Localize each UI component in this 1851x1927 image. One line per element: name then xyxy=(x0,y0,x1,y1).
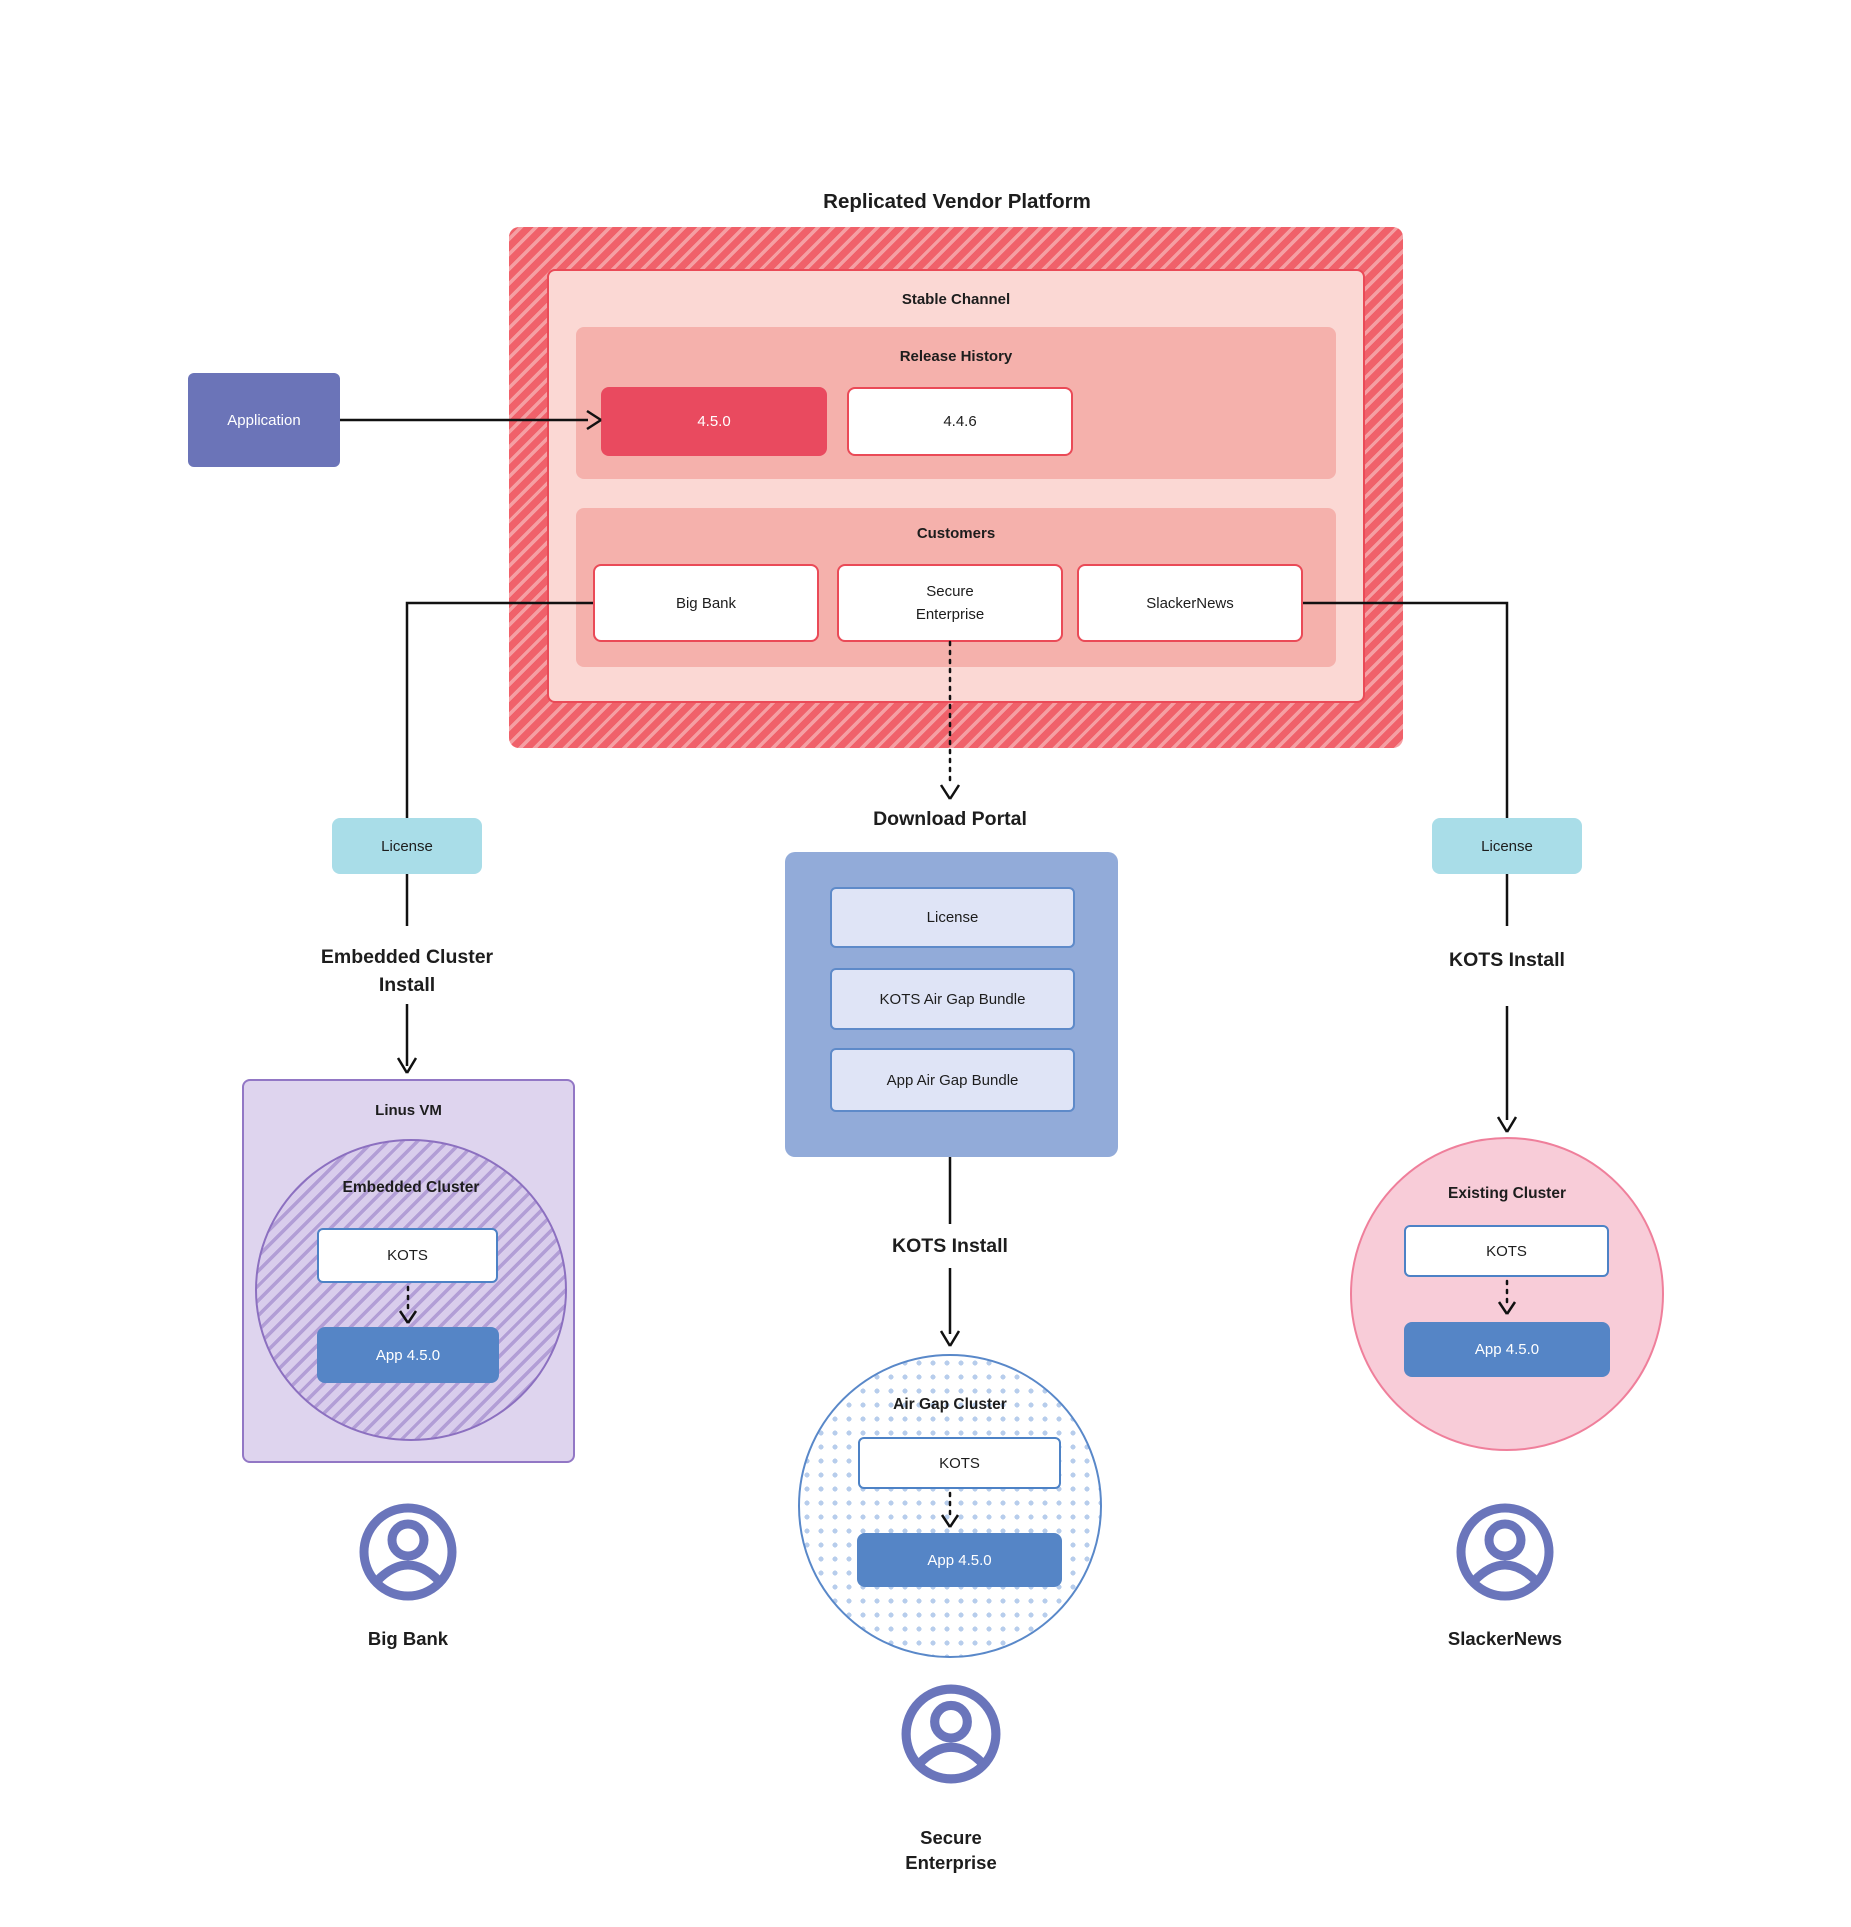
release-history-label: Release History xyxy=(899,348,1013,365)
download-portal-title: Download Portal xyxy=(873,808,1027,830)
portal-license-box: License xyxy=(830,887,1075,948)
customer-secure-enterprise-text: Secure Enterprise xyxy=(915,583,985,623)
application-box: Application xyxy=(188,373,340,467)
portal-kots-bundle-box: KOTS Air Gap Bundle xyxy=(830,968,1075,1030)
customer-secure-enterprise-box: Secure Enterprise xyxy=(837,564,1063,642)
air-gap-cluster-circle: Air Gap Cluster xyxy=(798,1354,1102,1658)
customers-label: Customers xyxy=(916,525,996,542)
middle-app-box: App 4.5.0 xyxy=(857,1533,1062,1587)
left-install-label: Embedded Cluster Install xyxy=(320,946,494,996)
left-app-box: App 4.5.0 xyxy=(317,1327,499,1383)
left-license-box: License xyxy=(332,818,482,874)
stable-channel-label: Stable Channel xyxy=(901,291,1011,308)
right-kots-box: KOTS xyxy=(1404,1225,1609,1277)
page-title: Replicated Vendor Platform xyxy=(823,190,1091,213)
embedded-cluster-label: Embedded Cluster xyxy=(342,1179,480,1196)
right-customer-name: SlackerNews xyxy=(1447,1628,1563,1649)
embedded-cluster-circle: Embedded Cluster xyxy=(255,1139,567,1441)
middle-install-label: KOTS Install xyxy=(892,1235,1008,1257)
left-kots-box: KOTS xyxy=(317,1228,498,1283)
customer-big-bank-box: Big Bank xyxy=(593,564,819,642)
customer-slackernews-box: SlackerNews xyxy=(1077,564,1303,642)
release-current-box: 4.5.0 xyxy=(601,387,827,456)
user-icon xyxy=(359,1503,457,1601)
user-icon xyxy=(901,1684,1001,1784)
secure-to-portal-arrowhead xyxy=(939,784,961,800)
portal-app-bundle-box: App Air Gap Bundle xyxy=(830,1048,1075,1112)
left-customer-name: Big Bank xyxy=(367,1628,449,1649)
existing-cluster-label: Existing Cluster xyxy=(1448,1185,1566,1202)
linus-vm-label: Linus VM xyxy=(375,1102,442,1119)
user-icon xyxy=(1456,1503,1554,1601)
existing-cluster-circle: Existing Cluster xyxy=(1350,1137,1664,1451)
right-app-box: App 4.5.0 xyxy=(1404,1322,1610,1377)
middle-kots-box: KOTS xyxy=(858,1437,1061,1489)
release-previous-box: 4.4.6 xyxy=(847,387,1073,456)
right-install-arrowhead xyxy=(1496,1116,1518,1133)
air-gap-cluster-label: Air Gap Cluster xyxy=(893,1396,1007,1413)
left-install-arrowhead xyxy=(396,1057,418,1074)
right-install-label: KOTS Install xyxy=(1449,949,1565,971)
middle-customer-name: Secure Enterprise xyxy=(905,1827,997,1873)
portal-install-arrowhead xyxy=(939,1330,961,1347)
right-license-box: License xyxy=(1432,818,1582,874)
